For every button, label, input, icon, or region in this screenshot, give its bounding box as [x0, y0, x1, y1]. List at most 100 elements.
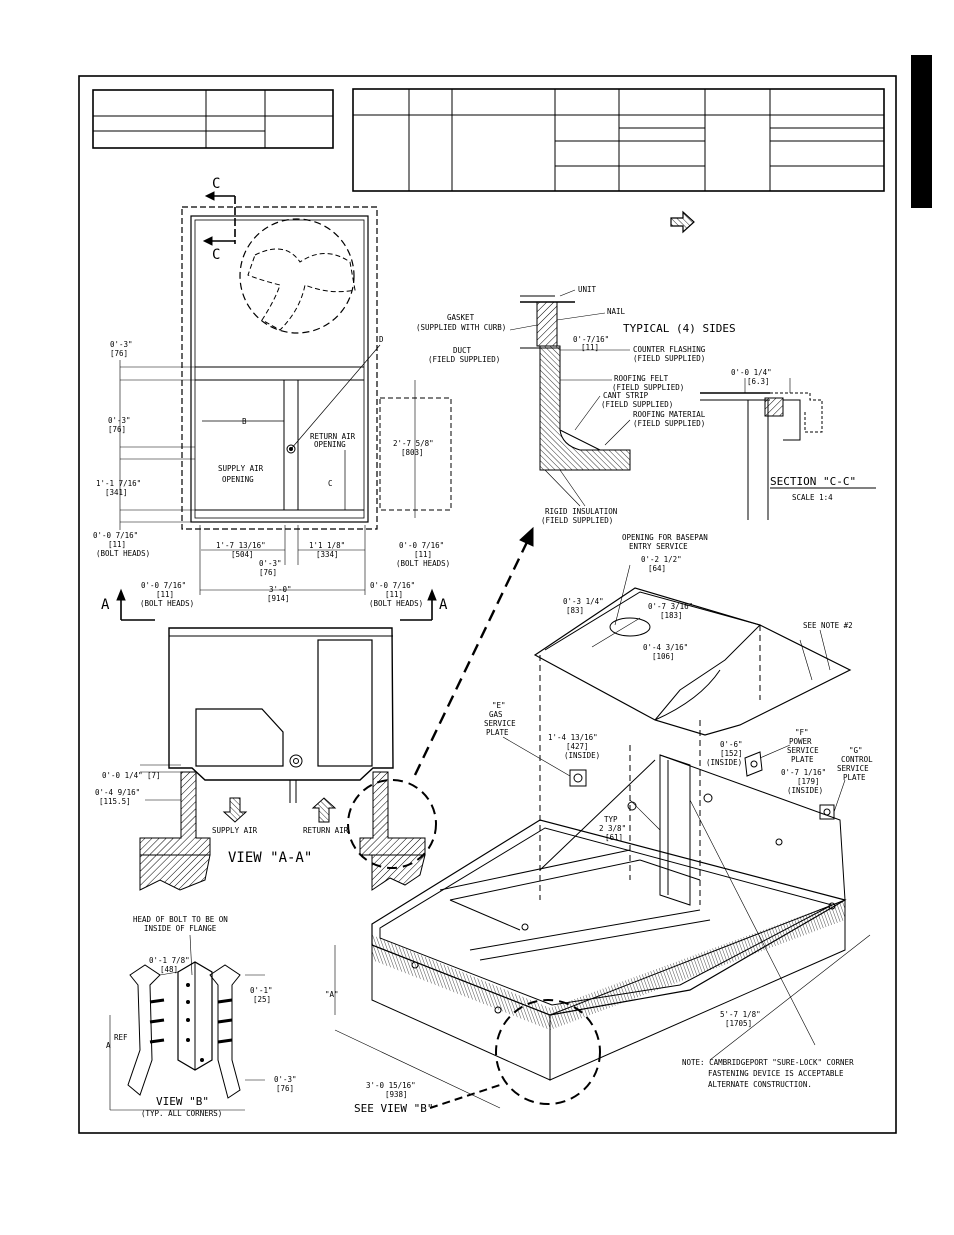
- dim-label-mm: [341]: [105, 488, 128, 497]
- dim-label: 0'-1 7/8": [149, 956, 190, 965]
- power-plate-label: SERVICE: [787, 746, 819, 755]
- section-cc: [700, 378, 876, 520]
- return-air-label: RETURN AIR: [303, 826, 349, 835]
- counter-flashing-label: COUNTER FLASHING: [633, 345, 706, 354]
- label-d: D: [379, 335, 384, 344]
- dim-label-mm: [938]: [385, 1090, 408, 1099]
- roofing-felt-label: ROOFING FELT: [614, 374, 669, 383]
- label-a: "A": [325, 990, 339, 999]
- dim-label-mm: [25]: [253, 995, 271, 1004]
- note-line: NOTE: CAMBRIDGEPORT "SURE-LOCK" CORNER: [682, 1058, 854, 1067]
- view-b-subtitle: (TYP. ALL CORNERS): [141, 1109, 222, 1118]
- iso-curb-labels: OPENING FOR BASEPAN ENTRY SERVICE 0'-2 1…: [325, 533, 873, 1115]
- curb-detail: [509, 289, 631, 507]
- supply-air-opening-label: OPENING: [222, 475, 254, 484]
- note-line: ALTERNATE CONSTRUCTION.: [708, 1080, 812, 1089]
- dim-label: 1'-4 13/16": [548, 733, 598, 742]
- dim-label-mm: [64]: [648, 564, 666, 573]
- dim-label-mm: [914]: [267, 594, 290, 603]
- rigid-insulation-note: (FIELD SUPPLIED): [541, 516, 613, 525]
- drawing-frame: [78, 75, 897, 1134]
- counter-flashing-note: (FIELD SUPPLIED): [633, 354, 705, 363]
- dim-label: 2'-7 5/8": [393, 439, 434, 448]
- dim-label: 1'-7 13/16": [216, 541, 266, 550]
- note-line: FASTENING DEVICE IS ACCEPTABLE: [708, 1069, 844, 1078]
- dim-label-note: (INSIDE): [706, 758, 742, 767]
- dim-label: 0'-4 3/16": [643, 643, 688, 652]
- gasket-label: GASKET: [447, 313, 475, 322]
- top-view-labels: C C 0'-3" [76] 0'-3" [76] 1'-1 7/16" [34…: [93, 176, 450, 613]
- unit-label: UNIT: [578, 285, 597, 294]
- duct-note: (FIELD SUPPLIED): [428, 355, 500, 364]
- dim-label-mm: [334]: [316, 550, 339, 559]
- dim-label-mm: [6.3]: [747, 377, 770, 386]
- iso-curb: [334, 564, 871, 1109]
- roofing-material-label: ROOFING MATERIAL: [633, 410, 706, 419]
- return-air-opening-label: OPENING: [314, 440, 346, 449]
- view-b: [109, 934, 265, 1111]
- dim-label: 5'-7 1/8": [720, 1010, 761, 1019]
- dim-label: 0'-3": [108, 416, 131, 425]
- view-mark-a-right: A: [439, 597, 448, 613]
- top-view: [116, 191, 452, 621]
- dim-label-mm: [76]: [259, 568, 277, 577]
- dim-label-mm: [11]: [156, 590, 174, 599]
- rigid-insulation-label: RIGID INSULATION: [545, 507, 617, 516]
- nail-label: NAIL: [607, 307, 626, 316]
- dim-label-mm: [1705]: [725, 1019, 752, 1028]
- roofing-material-note: (FIELD SUPPLIED): [633, 419, 705, 428]
- dim-label-mm: [427]: [566, 742, 589, 751]
- left-title-table: [92, 89, 334, 149]
- gas-plate-label: SERVICE: [484, 719, 516, 728]
- dim-label-mm: [61]: [605, 833, 623, 842]
- return-air-opening-label: RETURN AIR: [310, 432, 356, 441]
- view-aa-title: VIEW "A-A": [228, 850, 312, 866]
- dim-label: 0'-2 1/2": [641, 555, 682, 564]
- view-b-title: VIEW "B": [156, 1095, 209, 1108]
- dim-label-mm: [83]: [566, 606, 584, 615]
- dim-label: 0'-7 3/16": [648, 602, 693, 611]
- page-tab: [911, 55, 932, 208]
- roofing-felt-note: (FIELD SUPPLIED): [612, 383, 684, 392]
- cant-strip-note: (FIELD SUPPLIED): [601, 400, 673, 409]
- dim-label-note: (BOLT HEADS): [396, 559, 450, 568]
- cant-strip-label: CANT STRIP: [603, 391, 649, 400]
- supply-air-label: SUPPLY AIR: [212, 826, 258, 835]
- dim-label: 0'-0 1/4": [731, 368, 772, 377]
- a-ref-label: A: [106, 1041, 111, 1050]
- dim-label-mm: [76]: [276, 1084, 294, 1093]
- basepan-opening-label: OPENING FOR BASEPAN: [622, 533, 708, 542]
- dim-label: 0'-0 7/16": [141, 581, 186, 590]
- bolt-note: INSIDE OF FLANGE: [144, 924, 217, 933]
- dim-label: 3'-0 15/16": [366, 1081, 416, 1090]
- dim-label-mm: [183]: [660, 611, 683, 620]
- dim-label-note: (BOLT HEADS): [96, 549, 150, 558]
- control-plate-label: CONTROL: [841, 755, 873, 764]
- direction-arrow-icon: [670, 210, 695, 234]
- dim-label: 0'-1": [250, 986, 273, 995]
- dim-label-mm: [7]: [147, 771, 161, 780]
- duct-label: DUCT: [453, 346, 472, 355]
- dim-label-note: (BOLT HEADS): [140, 599, 194, 608]
- view-b-labels: HEAD OF BOLT TO BE ON INSIDE OF FLANGE 0…: [106, 915, 297, 1118]
- see-view-b-label: SEE VIEW "B": [354, 1102, 433, 1115]
- dim-label-mm: [11]: [581, 343, 599, 352]
- dim-label-mm: [106]: [652, 652, 675, 661]
- dim-label-note: (BOLT HEADS): [369, 599, 423, 608]
- dim-label-note: (INSIDE): [564, 751, 600, 760]
- dim-label-mm: [76]: [108, 425, 126, 434]
- power-plate-label: POWER: [789, 737, 812, 746]
- dim-label-mm: [11]: [414, 550, 432, 559]
- gas-plate-label: GAS: [489, 710, 503, 719]
- section-mark-c-bottom: C: [212, 247, 220, 263]
- dim-label: 0'-0 7/16": [399, 541, 444, 550]
- dim-label: 0'-3": [274, 1075, 297, 1084]
- dim-label: 0'-0 1/4": [102, 771, 143, 780]
- gas-plate-label: "E": [492, 701, 506, 710]
- gas-plate-label: PLATE: [486, 728, 509, 737]
- dim-label-mm: [11]: [385, 590, 403, 599]
- dim-label: 2 3/8": [599, 824, 626, 833]
- view-aa-labels: 0'-0 1/4" [7] 0'-4 9/16" [115.5] SUPPLY …: [95, 771, 349, 866]
- dim-label: 3'-0": [269, 585, 292, 594]
- dim-label-mm: [504]: [231, 550, 254, 559]
